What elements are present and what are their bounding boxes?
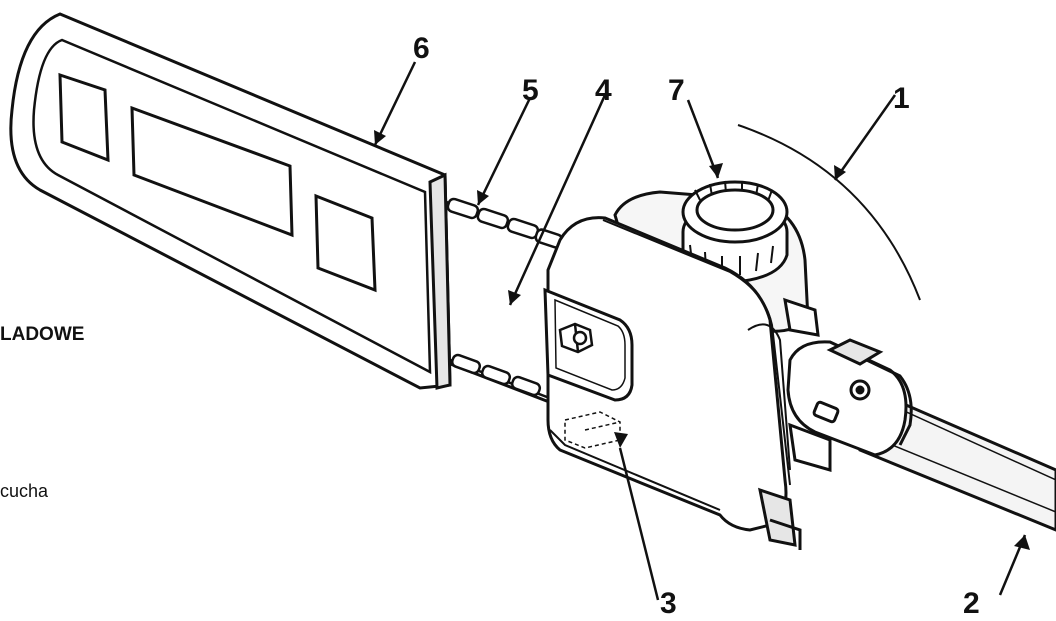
- text-fragment: cucha: [0, 481, 49, 501]
- leader-1: [833, 94, 897, 181]
- callout-1: 1: [893, 82, 910, 115]
- callout-7: 7: [668, 74, 685, 107]
- arrow-7: [709, 163, 723, 178]
- leader-lines: [373, 61, 1027, 601]
- callout-2: 2: [963, 587, 980, 620]
- leader-5: [476, 97, 532, 206]
- arrow-4: [508, 290, 521, 305]
- leader-7: [686, 99, 720, 179]
- heading-fragment: LADOWE: [0, 324, 85, 345]
- leader-3: [618, 447, 660, 601]
- callout-6: 6: [413, 32, 430, 65]
- chain-cover: [9, 12, 452, 390]
- arrow-1: [834, 165, 846, 180]
- bar-nut: [558, 322, 594, 354]
- callout-5: 5: [522, 74, 539, 107]
- leader-arrowheads: [374, 130, 1030, 550]
- leader-4: [508, 94, 607, 306]
- arc-range: [737, 124, 921, 301]
- oil-outlet-hidden: [564, 411, 621, 449]
- oil-tank-cap: [681, 180, 789, 284]
- arrow-2: [1014, 535, 1030, 550]
- arrow-5: [477, 190, 489, 205]
- leader-6: [373, 61, 417, 146]
- gear-case: [546, 216, 832, 550]
- shaft-clamp: [786, 338, 913, 457]
- callout-3: 3: [660, 587, 677, 620]
- callout-4: 4: [595, 74, 612, 107]
- arrow-6: [374, 130, 386, 145]
- arrow-3: [614, 432, 628, 448]
